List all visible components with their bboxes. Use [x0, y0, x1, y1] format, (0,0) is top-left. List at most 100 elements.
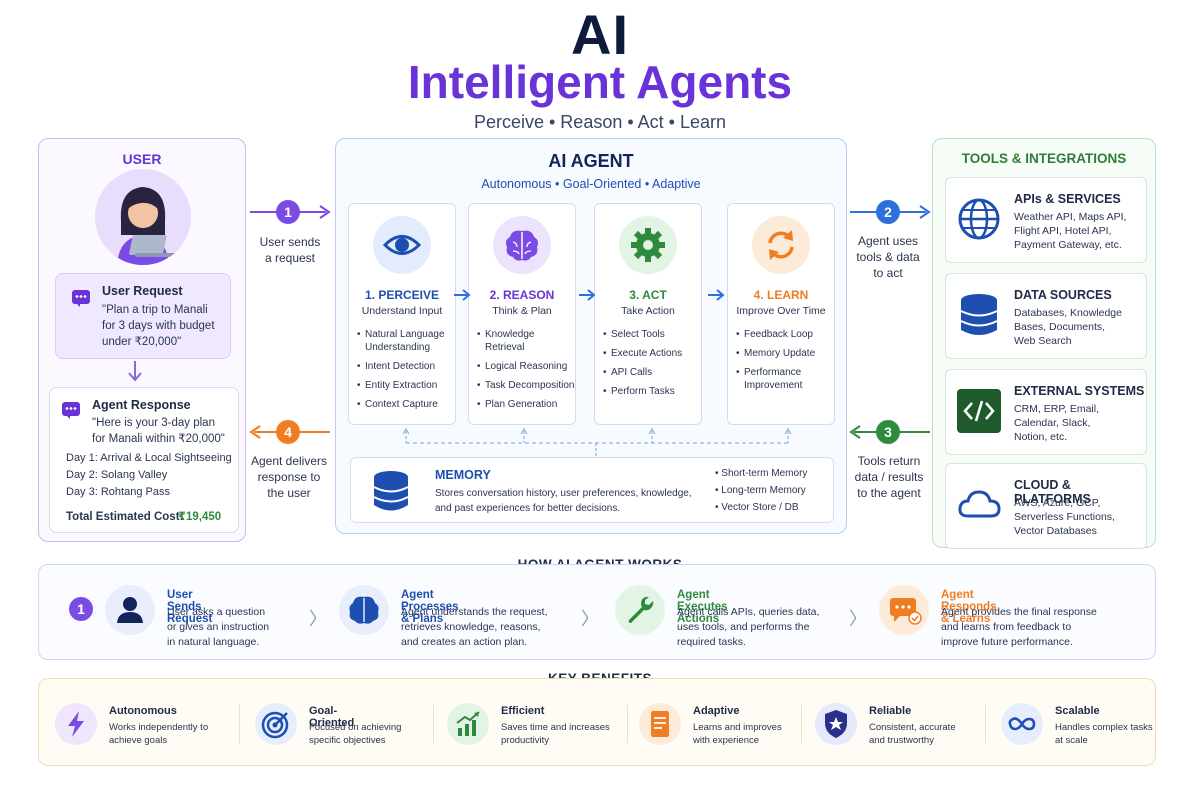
agent-panel: AI AGENT Autonomous • Goal-Oriented • Ad…	[335, 138, 847, 534]
tool-desc: Weather API, Maps API, Flight API, Hotel…	[1014, 211, 1127, 251]
agent-response-bubble: Agent Response "Here is your 3-day plan …	[49, 387, 239, 533]
title-ai: AI	[571, 3, 629, 66]
benefit-desc: Saves time and increases productivity	[501, 722, 610, 746]
agent-response-title: Agent Response	[92, 398, 191, 412]
document-icon	[639, 703, 681, 745]
chevron-right-icon: 〉	[309, 609, 327, 629]
stage-title: 2. REASON	[489, 288, 555, 302]
stage-list: Knowledge Retrieval Logical Reasoning Ta…	[477, 328, 575, 417]
memory-connector	[402, 427, 792, 457]
user-avatar-icon	[95, 169, 191, 265]
stage-subtitle: Think & Plan	[492, 305, 552, 317]
arrow-left-icon	[249, 425, 261, 439]
divider	[801, 705, 802, 743]
memory-item: • Short-term Memory	[715, 468, 808, 479]
agent-panel-subtitle: Autonomous • Goal-Oriented • Adaptive	[481, 177, 701, 191]
day-2: Day 2: Solang Valley	[66, 469, 168, 481]
benefit-desc: Handles complex tasks at scale	[1055, 722, 1153, 746]
chat-check-icon	[879, 585, 929, 635]
how-desc: Agent provides the final response and le…	[941, 606, 1097, 648]
infinity-icon	[1001, 703, 1043, 745]
stage-list: Feedback Loop Memory Update Performance …	[736, 328, 834, 398]
step-3-label: Tools return data / results to the agent	[854, 454, 924, 500]
wrench-icon	[615, 585, 665, 635]
step-1-label: User sends a request	[259, 235, 321, 265]
memory-item: • Long-term Memory	[715, 485, 806, 496]
benefit-desc: Works independently to achieve goals	[109, 722, 209, 746]
agent-panel-title: AI AGENT	[548, 151, 634, 171]
how-step-1-badge: 1	[69, 597, 93, 621]
database-icon	[373, 471, 409, 511]
benefit-desc: Focused on achieving specific objectives	[309, 722, 402, 746]
list-item: Natural Language Understanding	[357, 328, 455, 354]
brain-icon	[493, 216, 551, 274]
stage-subtitle: Take Action	[621, 305, 675, 317]
tool-title: APIs & SERVICES	[1014, 192, 1121, 206]
divider	[627, 705, 628, 743]
stage-list: Select Tools Execute Actions API Calls P…	[603, 328, 701, 404]
list-item: Intent Detection	[357, 360, 455, 373]
list-item: API Calls	[603, 366, 701, 379]
gear-icon	[619, 216, 677, 274]
benefit-title: Adaptive	[693, 705, 740, 717]
tool-desc: Databases, Knowledge Bases, Documents, W…	[1014, 307, 1122, 347]
user-request-title: User Request	[102, 284, 183, 298]
stage-title: 4. LEARN	[753, 288, 809, 302]
stage-reason: 2. REASON Think & Plan Knowledge Retriev…	[468, 203, 576, 425]
tool-card-external: EXTERNAL SYSTEMS CRM, ERP, Email, Calend…	[945, 369, 1147, 455]
list-item: Feedback Loop	[736, 328, 834, 341]
stage-title: 3. ACT	[629, 288, 667, 302]
chat-icon	[62, 402, 80, 419]
list-item: Performance Improvement	[736, 366, 834, 392]
list-item: Plan Generation	[477, 398, 575, 411]
stage-title: 1. PERCEIVE	[364, 288, 440, 302]
how-desc: Agent understands the request, retrieves…	[401, 606, 548, 648]
divider	[239, 705, 240, 743]
stage-subtitle: Understand Input	[361, 305, 443, 317]
user-request-bubble: User Request "Plan a trip to Manali for …	[55, 273, 231, 359]
stage-list: Natural Language Understanding Intent De…	[357, 328, 455, 417]
tool-title: CLOUD & PLATFORMS	[1014, 478, 1091, 506]
chevron-right-icon: 〉	[581, 609, 599, 629]
page-title: Intelligent Agents	[407, 56, 793, 108]
refresh-icon	[752, 216, 810, 274]
user-panel: USER User Request "Plan a trip to Manali…	[38, 138, 246, 542]
stage-learn: 4. LEARN Improve Over Time Feedback Loop…	[727, 203, 835, 425]
lightning-icon	[55, 703, 97, 745]
tools-panel: TOOLS & INTEGRATIONS APIs & SERVICES Wea…	[932, 138, 1156, 549]
stage-perceive: 1. PERCEIVE Understand Input Natural Lan…	[348, 203, 456, 425]
globe-icon	[958, 198, 1000, 240]
arrow-right-icon	[319, 205, 331, 219]
arrow-left-icon	[849, 425, 861, 439]
total-cost-value: ₹19,450	[178, 511, 222, 523]
benefit-desc: Consistent, accurate and trustworthy	[869, 722, 956, 746]
list-item: Context Capture	[357, 398, 455, 411]
benefit-title: Autonomous	[109, 705, 177, 717]
how-panel: 1 User Sends Request User asks a questio…	[38, 564, 1156, 660]
stage-act: 3. ACT Take Action Select Tools Execute …	[594, 203, 702, 425]
step-2-badge: 2	[876, 200, 900, 224]
user-request-text: "Plan a trip to Manali for 3 days with b…	[102, 304, 215, 348]
tool-card-cloud: CLOUD & PLATFORMS AWS, Azure, GCP, Serve…	[945, 463, 1147, 549]
day-1: Day 1: Arrival & Local Sightseeing	[66, 452, 232, 464]
total-cost-label: Total Estimated Cost:	[66, 511, 184, 523]
step-3-badge: 3	[876, 420, 900, 444]
list-item: Task Decomposition	[477, 379, 575, 392]
benefit-title: Efficient	[501, 705, 545, 717]
tool-desc: AWS, Azure, GCP, Serverless Functions, V…	[1014, 497, 1115, 537]
list-item: Perform Tasks	[603, 385, 701, 398]
tool-card-data: DATA SOURCES Databases, Knowledge Bases,…	[945, 273, 1147, 359]
arrow-right-icon	[919, 205, 931, 219]
target-icon	[255, 703, 297, 745]
stage-subtitle: Improve Over Time	[736, 305, 826, 317]
divider	[433, 705, 434, 743]
page-subtitle: Perceive • Reason • Act • Learn	[473, 112, 727, 132]
memory-item: • Vector Store / DB	[715, 502, 799, 513]
arrow-down-icon	[128, 361, 142, 382]
how-desc: Agent calls APIs, queries data, uses too…	[677, 606, 820, 648]
list-item: Entity Extraction	[357, 379, 455, 392]
arrow-right-icon	[454, 289, 471, 301]
benefits-panel: Autonomous Works independently to achiev…	[38, 678, 1156, 766]
growth-chart-icon	[447, 703, 489, 745]
chat-icon	[72, 290, 90, 307]
